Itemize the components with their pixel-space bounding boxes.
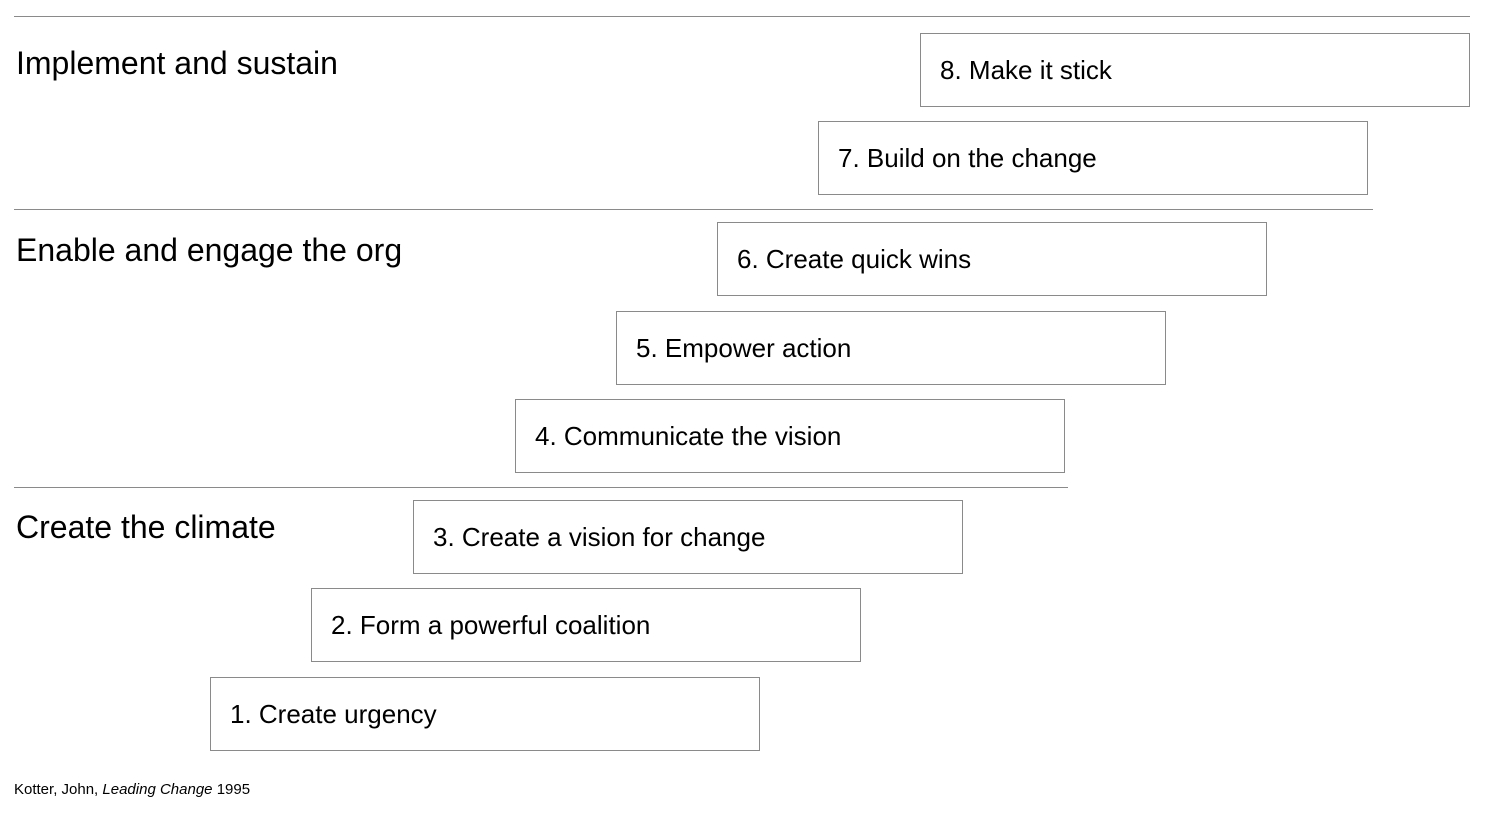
phase-divider-top [14,16,1470,17]
phase-divider-middle [14,209,1373,210]
phase-label-implement-and-sustain: Implement and sustain [16,45,338,81]
step-box-6: 6. Create quick wins [717,222,1267,296]
step-box-7: 7. Build on the change [818,121,1368,195]
citation-year: 1995 [216,781,251,798]
step-label: 1. Create urgency [230,698,437,729]
phase-label-enable-and-engage: Enable and engage the org [16,232,403,268]
step-box-3: 3. Create a vision for change [413,500,963,574]
step-box-4: 4. Communicate the vision [515,399,1065,473]
step-label: 3. Create a vision for change [433,521,766,552]
citation-author: Kotter, John, [14,781,99,798]
phase-divider-bottom [14,487,1068,488]
step-label: 5. Empower action [636,332,852,363]
step-box-8: 8. Make it stick [920,33,1470,107]
phase-label-create-the-climate: Create the climate [16,509,276,545]
step-box-5: 5. Empower action [616,311,1166,385]
step-box-1: 1. Create urgency [210,677,760,751]
step-label: 6. Create quick wins [737,243,972,274]
step-box-2: 2. Form a powerful coalition [311,588,861,662]
step-label: 7. Build on the change [838,142,1097,173]
step-label: 4. Communicate the vision [535,420,842,451]
citation-title: Leading Change [102,781,213,798]
citation: Kotter, John, Leading Change 1995 [14,781,250,799]
step-label: 8. Make it stick [940,54,1112,85]
step-label: 2. Form a powerful coalition [331,609,651,640]
